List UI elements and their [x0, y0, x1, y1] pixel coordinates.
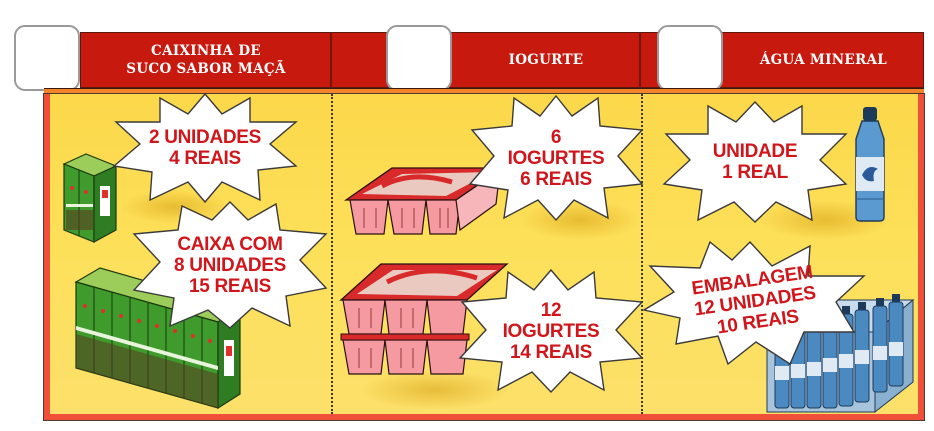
offer-line: UNIDADE: [712, 141, 798, 162]
price-burst-juice-8: CAIXA COM 8 UNIDADES 15 REAIS: [130, 200, 330, 330]
offer-line: CAIXA COM: [177, 233, 283, 255]
offer-line: 14 REAIS: [509, 341, 593, 363]
yogurt-pack-6-illustration: [342, 160, 512, 245]
offer-line: 15 REAIS: [188, 275, 272, 297]
column-divider: [641, 94, 643, 414]
offer-line: 2 UNIDADES: [148, 127, 262, 148]
checkbox-water[interactable]: [657, 25, 723, 91]
offer-line: 6: [550, 126, 562, 148]
shadow-smear: [120, 190, 230, 224]
price-burst-water-12: EMBALAGEM 12 UNIDADES 10 REAIS: [640, 236, 870, 366]
header-divider: [639, 32, 641, 88]
price-burst-juice-2: 2 UNIDADES 4 REAIS: [110, 92, 300, 204]
water-bottle-illustration: [852, 105, 888, 228]
offer-line: 8 UNIDADES: [173, 254, 287, 276]
shadow-smear: [360, 370, 510, 410]
checkbox-juice[interactable]: [14, 25, 80, 91]
column-divider: [331, 94, 333, 414]
column-title-water: ÁGUA MINERAL: [759, 52, 888, 68]
shadow-smear: [520, 200, 640, 240]
price-burst-water-1: UNIDADE 1 REAL: [662, 100, 848, 224]
header-underline: [44, 88, 924, 94]
offer-line: IOGURTES: [507, 147, 605, 169]
yogurt-pack-12-illustration: [337, 260, 517, 385]
offer-line: 4 REAIS: [169, 148, 241, 169]
offer-line: 1 REAL: [722, 162, 788, 183]
price-burst-yogurt-12: 12 IOGURTES 14 REAIS: [458, 268, 644, 394]
offer-line: 12: [540, 299, 562, 321]
column-title-line: SUCO SABOR MAÇÃ: [126, 61, 286, 77]
price-burst-yogurt-6: 6 IOGURTES 6 REAIS: [468, 94, 644, 222]
column-title-line: CAIXINHA DE: [151, 43, 261, 59]
checkbox-yogurt[interactable]: [386, 25, 452, 91]
offer-line: IOGURTES: [502, 320, 600, 342]
offer-line: 6 REAIS: [520, 168, 592, 190]
header-band: [80, 32, 924, 88]
header-divider: [330, 32, 332, 88]
juice-box-pair-illustration: [60, 150, 120, 250]
column-title-yogurt: IOGURTE: [508, 52, 584, 68]
column-title-juice: CAIXINHA DE SUCO SABOR MAÇÃ: [82, 32, 330, 88]
